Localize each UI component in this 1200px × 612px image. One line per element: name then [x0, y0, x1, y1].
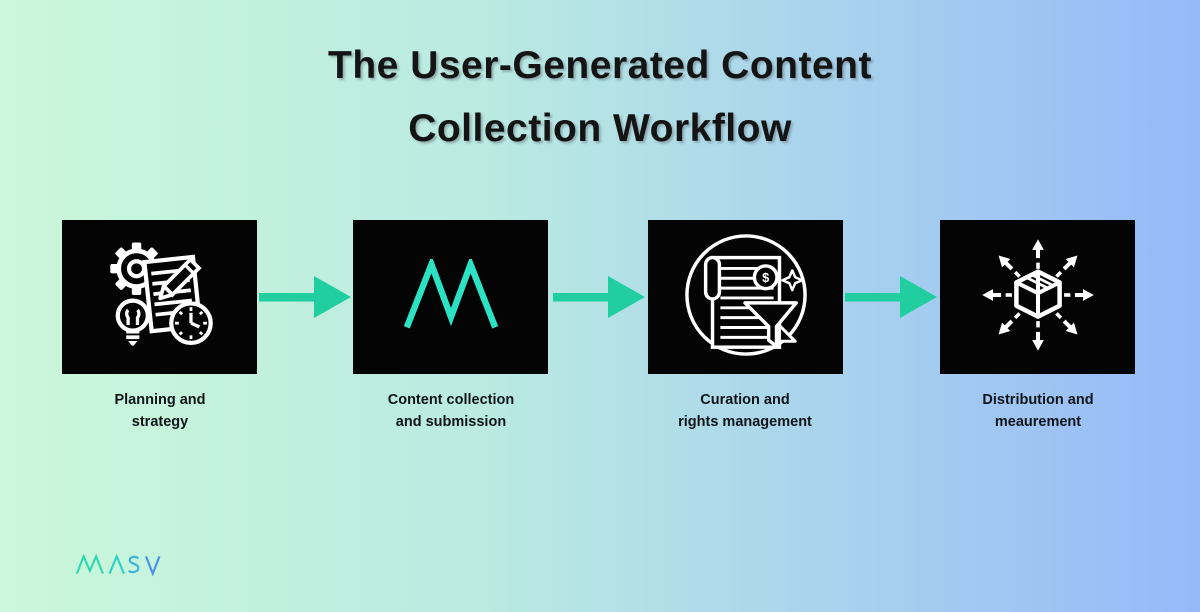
flow-arrow-3	[845, 275, 938, 319]
step-box-curation: $	[648, 220, 843, 374]
masv-m-logo	[400, 254, 502, 336]
distribution-icon	[975, 232, 1101, 363]
step-label-line: Distribution and	[982, 392, 1094, 408]
step-label-content-collection: Content collection and submission	[331, 389, 571, 433]
masv-letter-a	[108, 553, 125, 575]
curation-rights-icon: $	[682, 231, 810, 364]
step-label-line: Content collection	[387, 392, 515, 408]
masv-letter-s	[128, 555, 140, 574]
step-label-curation: Curation and rights management	[625, 389, 865, 433]
step-label-line: meaurement	[994, 414, 1082, 430]
page-title: The User-Generated Content Collection Wo…	[0, 34, 1200, 160]
step-box-distribution	[940, 220, 1135, 374]
masv-letter-m	[75, 553, 104, 575]
masv-letter-v	[145, 555, 161, 577]
step-label-line: Planning and	[114, 392, 206, 408]
step-label-line: strategy	[131, 414, 189, 430]
flow-arrow-1	[259, 275, 352, 319]
step-label-line: rights management	[678, 414, 812, 430]
page-title-line1: The User-Generated Content	[328, 44, 872, 87]
flow-arrow-2	[553, 275, 646, 319]
step-label-line: Curation and	[700, 392, 790, 408]
page-title-line2: Collection Workflow	[408, 107, 792, 150]
masv-logo: MASV	[75, 552, 171, 578]
step-label-distribution: Distribution and meaurement	[918, 389, 1158, 433]
step-box-planning	[62, 220, 257, 374]
dollar-sign-glyph: $	[762, 270, 769, 285]
step-label-planning: Planning and strategy	[40, 389, 280, 433]
step-label-line: and submission	[395, 414, 507, 430]
step-box-content-collection	[353, 220, 548, 374]
planning-strategy-icon	[99, 238, 221, 357]
